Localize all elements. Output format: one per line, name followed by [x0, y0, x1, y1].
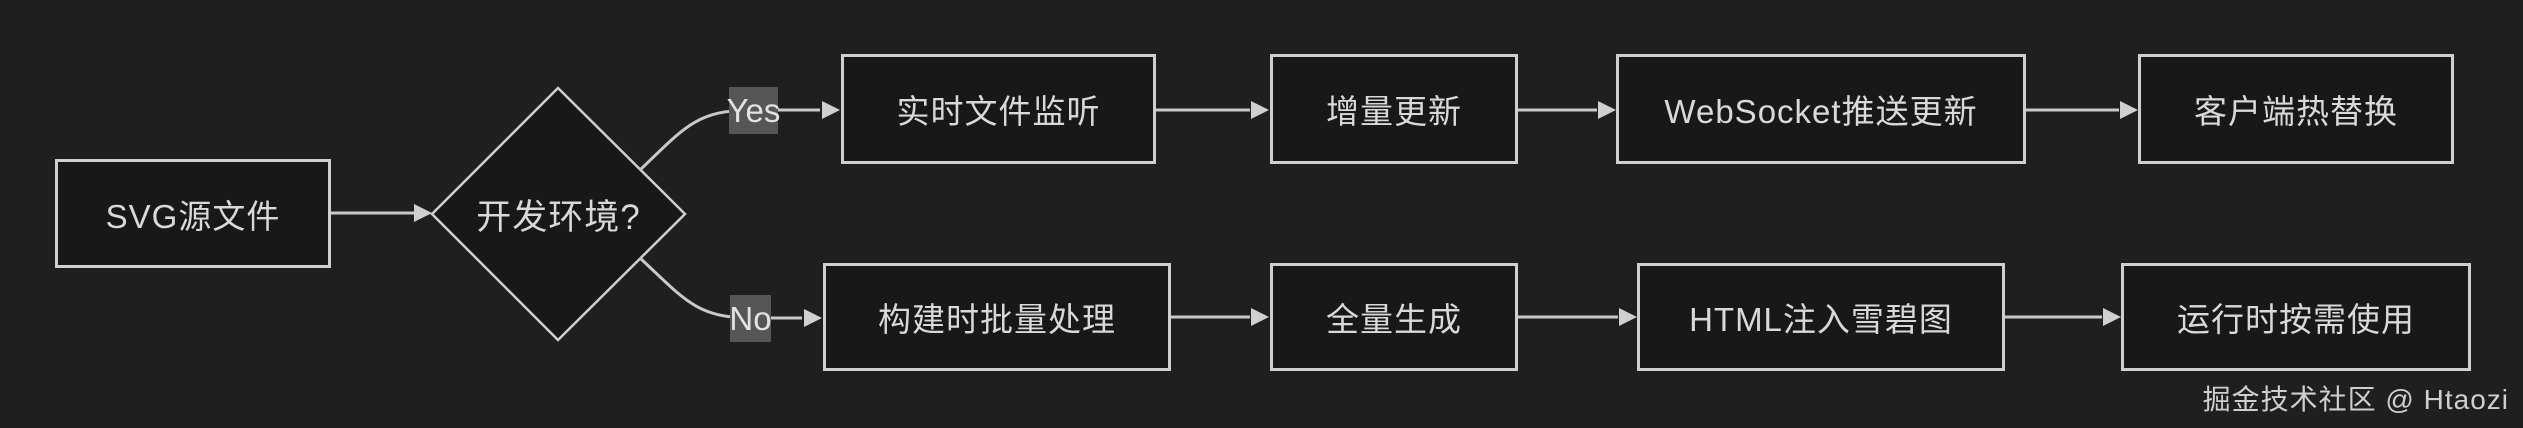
edge-label-no-text: No [729, 299, 772, 337]
arrowhead-decision-to-no [804, 309, 822, 327]
arrowhead-no1-to-no2 [1251, 308, 1269, 326]
arrowhead-no3-to-no4 [2103, 308, 2121, 326]
edge-label-no: No [729, 295, 772, 342]
arrowhead-decision-to-yes [822, 101, 840, 119]
node-start-svg-source: SVG源文件 [55, 159, 331, 268]
edge-label-yes: Yes [726, 87, 781, 134]
node-decision-label: 开发环境? [476, 197, 641, 237]
arrowhead-yes2-to-yes3 [1598, 101, 1616, 119]
watermark: 掘金技术社区 @ Htaozi [2202, 384, 2509, 415]
node-yes-websocket-push-label: WebSocket推送更新 [1664, 93, 1978, 130]
node-start-label: SVG源文件 [105, 197, 281, 235]
node-yes-client-hot-replace: 客户端热替换 [2138, 54, 2454, 164]
node-no-html-inject-sprite-label: HTML注入雪碧图 [1689, 301, 1953, 338]
arrowhead-start-to-decision [414, 204, 432, 222]
node-yes-websocket-push: WebSocket推送更新 [1616, 54, 2026, 164]
node-yes-client-hot-replace-label: 客户端热替换 [2194, 93, 2398, 130]
arrowhead-yes3-to-yes4 [2120, 101, 2138, 119]
node-no-build-batch: 构建时批量处理 [823, 263, 1171, 371]
node-no-full-generate: 全量生成 [1270, 263, 1518, 371]
edge-label-yes-text: Yes [726, 91, 781, 129]
node-no-runtime-on-demand: 运行时按需使用 [2121, 263, 2471, 371]
arrowhead-yes1-to-yes2 [1251, 101, 1269, 119]
node-no-full-generate-label: 全量生成 [1326, 301, 1462, 338]
node-yes-incremental-update-label: 增量更新 [1326, 93, 1462, 130]
node-no-html-inject-sprite: HTML注入雪碧图 [1637, 263, 2005, 371]
arrowhead-no2-to-no3 [1619, 308, 1637, 326]
node-yes-incremental-update: 增量更新 [1270, 54, 1518, 164]
node-decision-dev-env: 开发环境? [432, 88, 685, 340]
node-no-build-batch-label: 构建时批量处理 [878, 301, 1116, 338]
node-yes-file-watch: 实时文件监听 [841, 54, 1156, 164]
node-no-runtime-on-demand-label: 运行时按需使用 [2177, 301, 2415, 338]
node-yes-file-watch-label: 实时文件监听 [896, 93, 1101, 130]
decision-diamond-shape [430, 86, 687, 342]
